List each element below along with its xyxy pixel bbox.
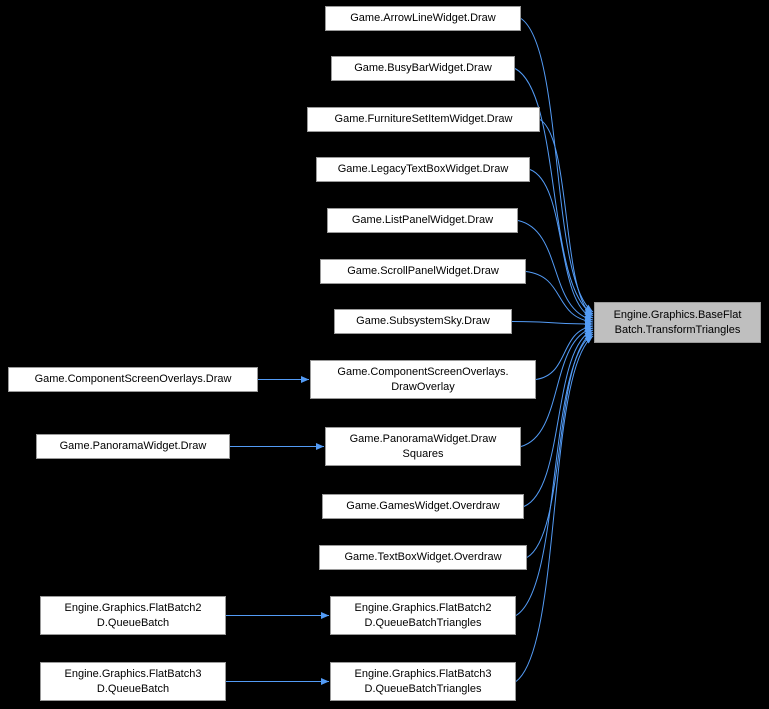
call-edge-panoramawidget-drawsquares-to-baseflatbatch-transformtriangles [520, 326, 594, 447]
call-edge-scrollpanelwidget-draw-to-baseflatbatch-transformtriangles [525, 271, 594, 325]
call-edge-flatbatch2d-queuebatchtriangles-to-baseflatbatch-transformtriangles [515, 333, 594, 616]
call-edge-gameswidget-overdraw-to-baseflatbatch-transformtriangles [523, 329, 594, 507]
graph-node-componentscreenoverlays-drawoverlay[interactable]: Game.ComponentScreenOverlays. DrawOverla… [310, 360, 536, 399]
graph-node-flatbatch3d-queuebatch[interactable]: Engine.Graphics.FlatBatch3 D.QueueBatch [40, 662, 226, 701]
graph-node-flatbatch2d-queuebatchtriangles[interactable]: Engine.Graphics.FlatBatch2 D.QueueBatchT… [330, 596, 516, 635]
graph-node-busybarwidget-draw[interactable]: Game.BusyBarWidget.Draw [331, 56, 515, 81]
call-edge-legacytextboxwidget-draw-to-baseflatbatch-transformtriangles [529, 169, 594, 319]
graph-node-textboxwidget-overdraw[interactable]: Game.TextBoxWidget.Overdraw [319, 545, 527, 570]
graph-node-panoramawidget-drawsquares[interactable]: Game.PanoramaWidget.Draw Squares [325, 427, 521, 466]
graph-node-legacytextboxwidget-draw[interactable]: Game.LegacyTextBoxWidget.Draw [316, 157, 530, 182]
call-edge-furnituresetitemwidget-draw-to-baseflatbatch-transformtriangles [539, 119, 594, 317]
graph-node-panoramawidget-draw[interactable]: Game.PanoramaWidget.Draw [36, 434, 230, 459]
graph-node-baseflatbatch-transformtriangles: Engine.Graphics.BaseFlat Batch.Transform… [594, 302, 761, 343]
call-edge-subsystemsky-draw-to-baseflatbatch-transformtriangles [511, 320, 594, 328]
graph-node-componentscreenoverlays-draw[interactable]: Game.ComponentScreenOverlays.Draw [8, 367, 258, 392]
graph-node-arrowlinewidget-draw[interactable]: Game.ArrowLineWidget.Draw [325, 6, 521, 31]
graph-node-flatbatch2d-queuebatch[interactable]: Engine.Graphics.FlatBatch2 D.QueueBatch [40, 596, 226, 635]
graph-node-subsystemsky-draw[interactable]: Game.SubsystemSky.Draw [334, 309, 512, 334]
call-edge-textboxwidget-overdraw-to-baseflatbatch-transformtriangles [526, 331, 594, 558]
graph-node-listpanelwidget-draw[interactable]: Game.ListPanelWidget.Draw [327, 208, 518, 233]
call-edge-listpanelwidget-draw-to-baseflatbatch-transformtriangles [517, 220, 594, 322]
graph-node-gameswidget-overdraw[interactable]: Game.GamesWidget.Overdraw [322, 494, 524, 519]
graph-node-furnituresetitemwidget-draw[interactable]: Game.FurnitureSetItemWidget.Draw [307, 107, 540, 132]
graph-node-flatbatch3d-queuebatchtriangles[interactable]: Engine.Graphics.FlatBatch3 D.QueueBatchT… [330, 662, 516, 701]
call-edge-flatbatch3d-queuebatchtriangles-to-baseflatbatch-transformtriangles [515, 335, 594, 682]
graph-node-scrollpanelwidget-draw[interactable]: Game.ScrollPanelWidget.Draw [320, 259, 526, 284]
call-edge-componentscreenoverlays-drawoverlay-to-baseflatbatch-transformtriangles [535, 323, 594, 380]
call-edge-busybarwidget-draw-to-baseflatbatch-transformtriangles [514, 68, 594, 315]
